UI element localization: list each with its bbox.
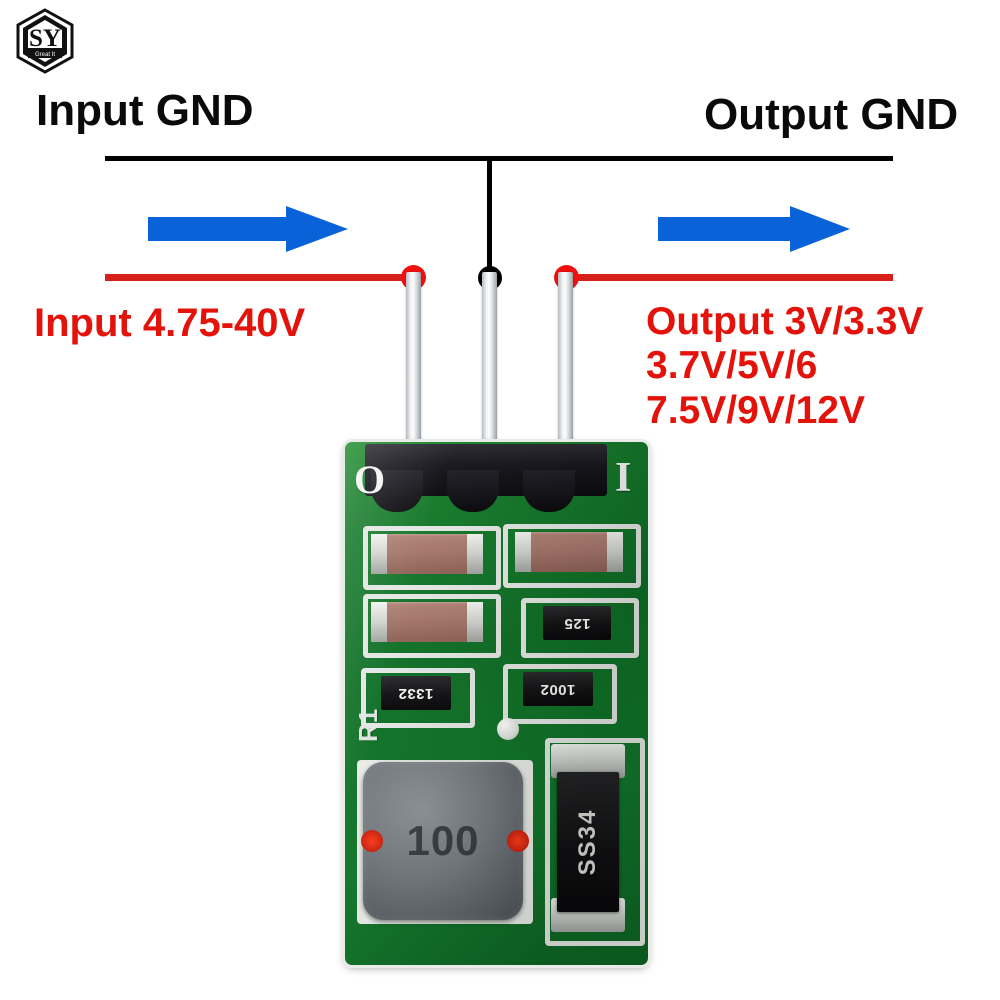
capacitor-c3-frame	[363, 594, 501, 658]
output-pin	[406, 272, 421, 487]
input-flow-arrow-icon	[148, 205, 348, 253]
diode-code: SS34	[574, 808, 601, 876]
svg-text:SY: SY	[29, 25, 61, 52]
ground-pin	[482, 272, 497, 490]
silkscreen-output-marker: O	[354, 457, 386, 502]
input-gnd-label: Input GND	[36, 86, 254, 135]
schottky-diode-ss34: SS34	[557, 772, 619, 912]
diode-frame	[545, 738, 645, 946]
test-via	[497, 718, 519, 740]
pin-header-lobe-2	[447, 470, 499, 512]
resistor-1332: 1332	[381, 676, 451, 710]
resistor-1332-code: 1332	[398, 684, 434, 702]
resistor-1332-frame	[361, 668, 475, 728]
input-power-wire	[105, 274, 417, 281]
sy-hexagon-logo-icon: SY Great It	[14, 8, 76, 74]
power-inductor: 100	[363, 762, 523, 920]
gnd-bus-wire	[105, 156, 893, 161]
capacitor-c2-frame	[503, 524, 641, 588]
capacitor-c1	[371, 534, 483, 574]
dc-dc-buck-converter-board: O I R1 125 1332 1002	[345, 442, 648, 965]
capacitor-c1-frame	[363, 526, 501, 590]
pin-header-lobe-3	[523, 470, 575, 512]
svg-text:Great It: Great It	[35, 52, 55, 58]
pin-header-lobe-1	[371, 470, 423, 512]
output-voltage-line-1: Output 3V/3.3V	[646, 300, 924, 343]
gnd-drop-wire	[487, 156, 492, 278]
inductor-solder-right	[507, 830, 529, 852]
output-gnd-label: Output GND	[704, 90, 959, 139]
inductor-code: 100	[406, 817, 480, 864]
input-voltage-label: Input 4.75-40V	[34, 301, 306, 345]
output-voltage-label: Output 3V/3.3V 3.7V/5V/6 7.5V/9V/12V	[646, 300, 923, 433]
resistor-125-code: 125	[563, 614, 591, 632]
input-pin	[558, 272, 573, 488]
output-voltage-line-2: 3.7V/5V/6	[646, 344, 818, 388]
resistor-125-frame	[521, 598, 639, 658]
resistor-1002-frame	[503, 664, 617, 724]
resistor-125: 125	[543, 606, 611, 640]
resistor-1002: 1002	[523, 672, 593, 706]
output-voltage-line-3: 7.5V/9V/12V	[646, 388, 865, 432]
capacitor-c2	[515, 532, 623, 572]
silkscreen-input-marker: I	[615, 455, 632, 501]
output-power-wire	[565, 274, 893, 281]
output-flow-arrow-icon	[658, 205, 850, 253]
capacitor-c3	[371, 602, 483, 642]
resistor-1002-code: 1002	[540, 680, 576, 698]
inductor-solder-left	[361, 830, 383, 852]
